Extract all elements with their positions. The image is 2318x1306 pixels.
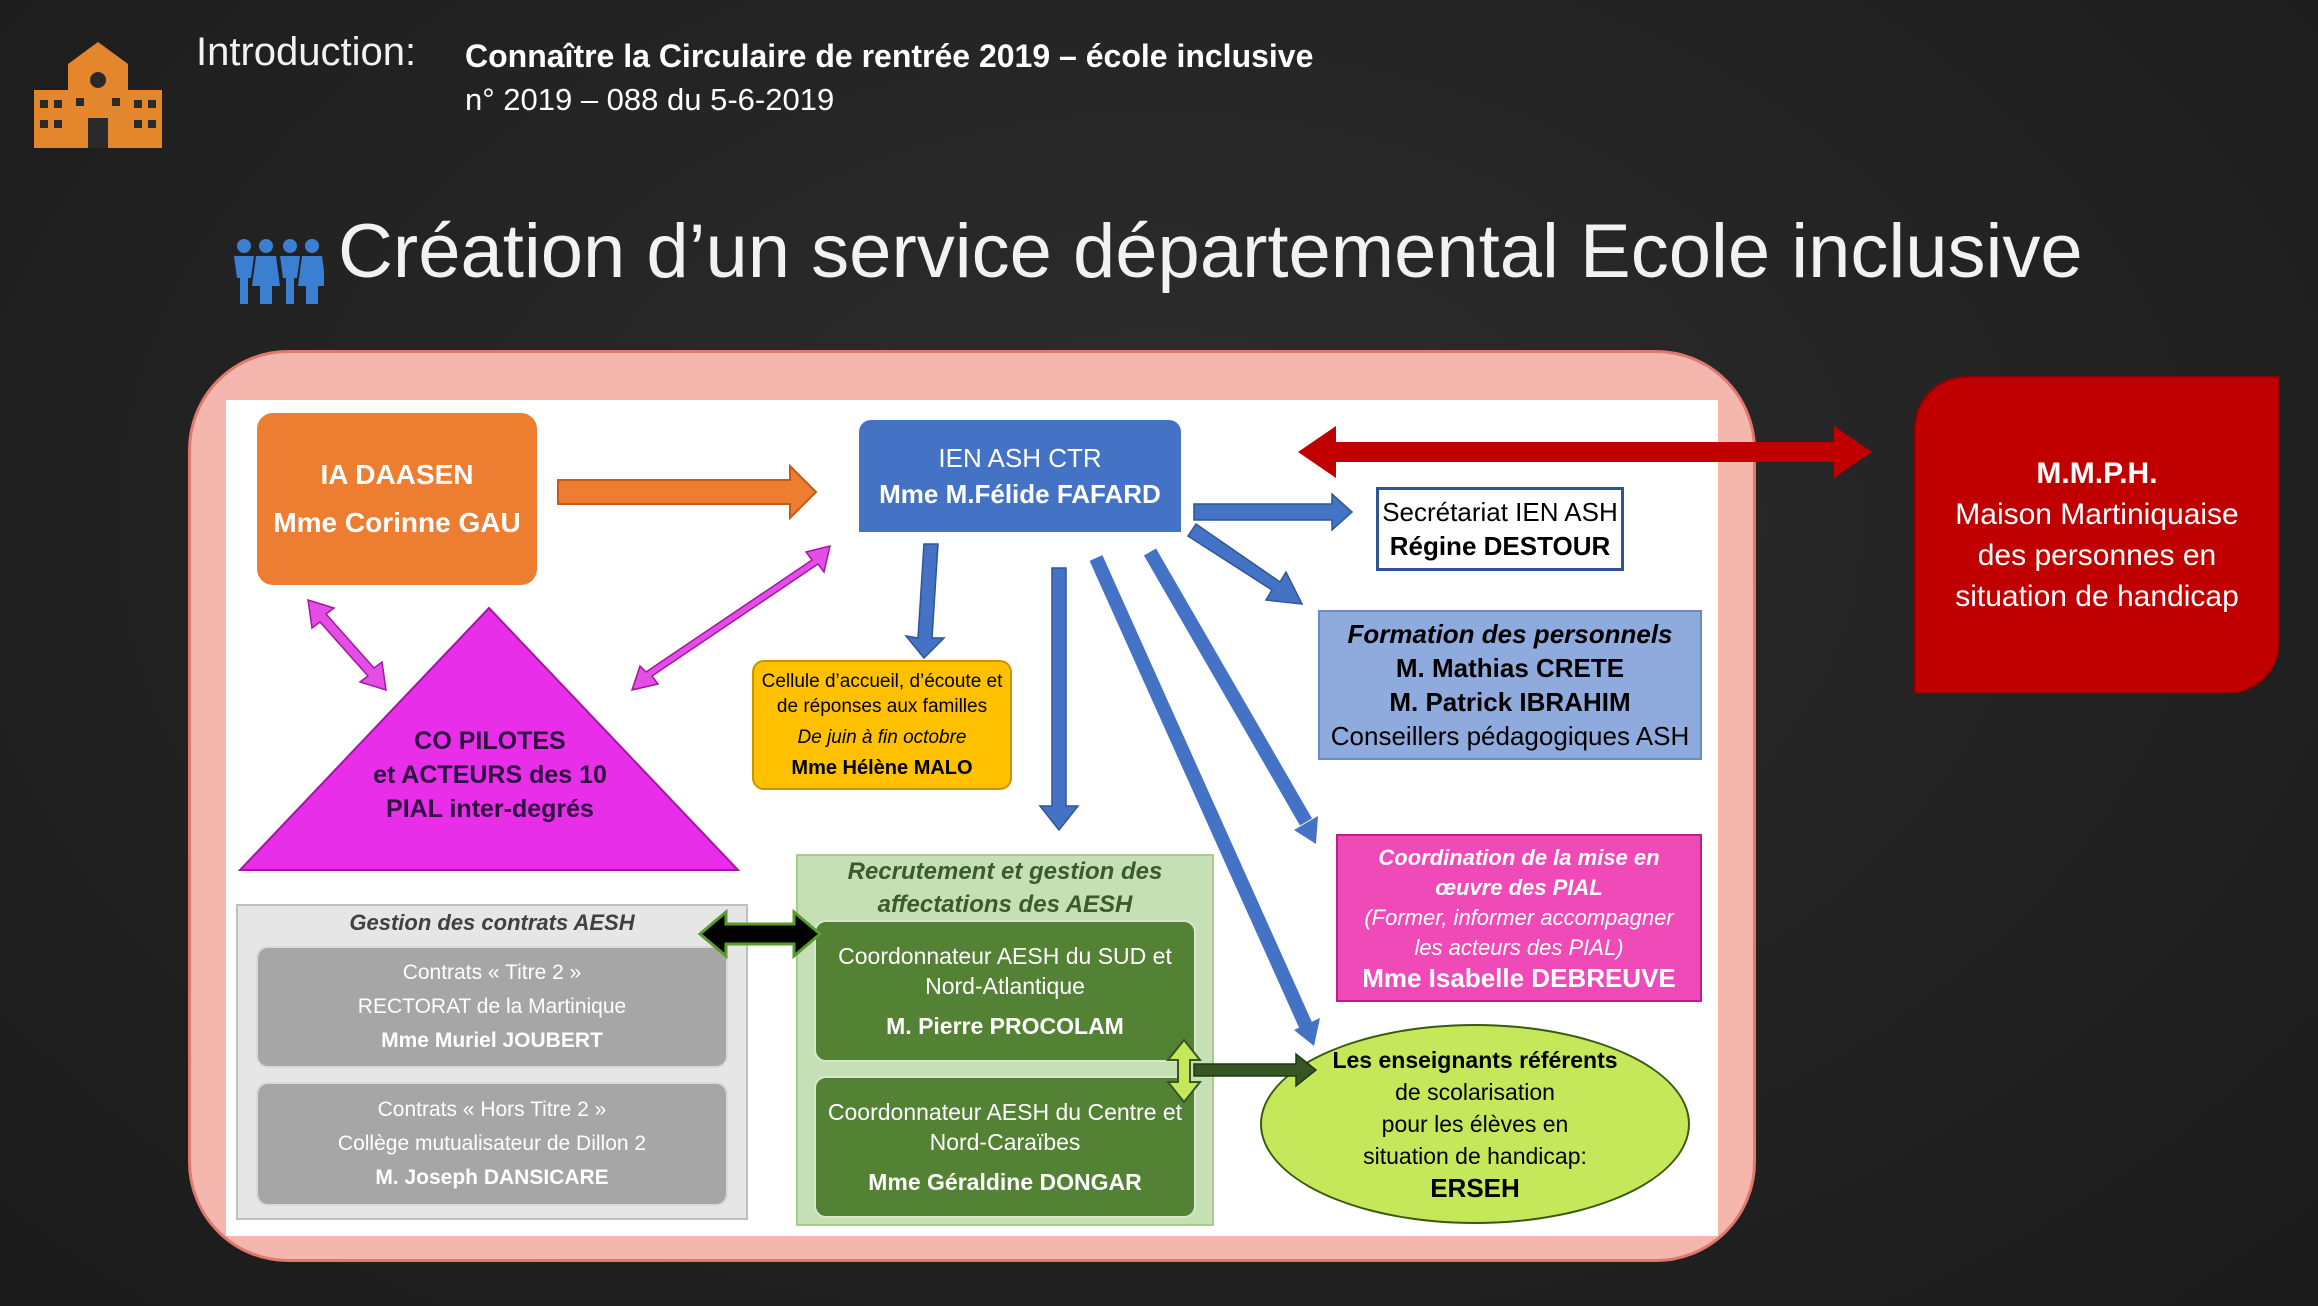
recrutement-title-line1: Recrutement et gestion des	[847, 858, 1163, 885]
formation-box: Formation des personnels M. Mathias CRET…	[1318, 610, 1702, 760]
formation-person-1: M. Mathias CRETE	[1395, 653, 1625, 683]
ia-name: Mme Corinne GAU	[273, 507, 521, 538]
coordination-line4: les acteurs des PIAL)	[1414, 935, 1624, 960]
titre2-line1: Contrats « Titre 2 »	[402, 961, 582, 984]
erseh-acronym: ERSEH	[1430, 1173, 1520, 1203]
recrutement-title-line2: affectations des AESH	[877, 891, 1133, 918]
mmph-line4: situation de handicap	[1955, 580, 2239, 613]
header-intro: Introduction:	[196, 30, 417, 74]
hors-titre2-line2: Collège mutualisateur de Dillon 2	[337, 1132, 647, 1155]
ia-daasen-box: IA DAASEN Mme Corinne GAU	[257, 413, 537, 585]
sud-line2: Nord-Atlantique	[925, 973, 1085, 999]
coordination-name: Mme Isabelle DEBREUVE	[1362, 963, 1676, 993]
people-group-icon	[234, 239, 324, 304]
coordination-box: Coordination de la mise en œuvre des PIA…	[1336, 834, 1702, 1002]
main-title: Création d’un service départemental Ecol…	[338, 209, 2083, 294]
coordination-line1: Coordination de la mise en	[1378, 845, 1660, 870]
centre-line2: Nord-Caraïbes	[929, 1129, 1081, 1155]
coordination-line2: œuvre des PIAL	[1435, 875, 1603, 900]
cellule-line1: Cellule d’accueil, d’écoute et	[761, 671, 1003, 692]
recrutement-title: Recrutement et gestion des affectations …	[796, 855, 1214, 921]
hors-titre2-line1: Contrats « Hors Titre 2 »	[377, 1098, 607, 1121]
secretariat-name: Régine DESTOUR	[1389, 531, 1611, 561]
gestion-contrats-title: Gestion des contrats AESH	[349, 910, 635, 935]
contrats-hors-titre2-box: Contrats « Hors Titre 2 » Collège mutual…	[256, 1082, 728, 1206]
hors-titre2-name: M. Joseph DANSICARE	[375, 1166, 609, 1189]
cellule-line2: de réponses aux familles	[776, 696, 988, 717]
cellule-name: Mme Hélène MALO	[791, 757, 973, 779]
formation-role: Conseillers pédagogiques ASH	[1330, 721, 1690, 751]
secretariat-title: Secrétariat IEN ASH	[1382, 497, 1618, 527]
erseh-line3: pour les élèves en	[1381, 1111, 1569, 1137]
formation-person-2: M. Patrick IBRAHIM	[1389, 687, 1631, 717]
school-icon	[34, 42, 162, 148]
ia-title: IA DAASEN	[320, 459, 474, 490]
formation-title: Formation des personnels	[1347, 619, 1673, 649]
ien-name: Mme M.Félide FAFARD	[879, 479, 1161, 509]
copilotes-triangle	[237, 606, 741, 871]
contrats-titre2-box: Contrats « Titre 2 » RECTORAT de la Mart…	[256, 946, 728, 1068]
sud-line1: Coordonnateur AESH du SUD et	[838, 943, 1172, 969]
erseh-line1: Les enseignants référents	[1332, 1047, 1618, 1073]
mmph-acronym: M.M.P.H.	[2036, 457, 2158, 490]
mmph-line2: Maison Martiniquaise	[1955, 498, 2239, 531]
centre-name: Mme Géraldine DONGAR	[868, 1169, 1142, 1195]
secretariat-box: Secrétariat IEN ASH Régine DESTOUR	[1376, 487, 1624, 571]
mmph-line3: des personnes en	[1977, 539, 2217, 572]
erseh-line4: situation de handicap:	[1363, 1143, 1587, 1169]
cellule-box: Cellule d’accueil, d’écoute et de répons…	[752, 660, 1012, 790]
sud-name: M. Pierre PROCOLAM	[886, 1013, 1124, 1039]
erseh-line2: de scolarisation	[1395, 1079, 1555, 1105]
titre2-name: Mme Muriel JOUBERT	[381, 1029, 603, 1052]
coordonnateur-sud-box: Coordonnateur AESH du SUD et Nord-Atlant…	[814, 920, 1196, 1062]
header-title: Connaître la Circulaire de rentrée 2019 …	[465, 38, 1314, 74]
header-subtitle: n° 2019 – 088 du 5-6-2019	[465, 82, 835, 117]
cellule-period: De juin à fin octobre	[797, 727, 967, 748]
mmph-box: M.M.P.H. Maison Martiniquaise des person…	[1914, 376, 2280, 694]
copilotes-line2: et ACTEURS des 10	[373, 761, 607, 789]
ien-ash-box: IEN ASH CTR Mme M.Félide FAFARD	[859, 420, 1181, 532]
copilotes-label: CO PILOTES et ACTEURS des 10 PIAL inter-…	[320, 720, 660, 830]
copilotes-line3: PIAL inter-degrés	[386, 795, 594, 823]
ien-title: IEN ASH CTR	[938, 443, 1102, 473]
titre2-line2: RECTORAT de la Martinique	[357, 995, 627, 1018]
erseh-ellipse: Les enseignants référents de scolarisati…	[1260, 1024, 1690, 1224]
centre-line1: Coordonnateur AESH du Centre et	[827, 1099, 1183, 1125]
coordination-line3: (Former, informer accompagner	[1364, 905, 1674, 930]
copilotes-line1: CO PILOTES	[414, 727, 566, 755]
coordonnateur-centre-box: Coordonnateur AESH du Centre et Nord-Car…	[814, 1076, 1196, 1218]
